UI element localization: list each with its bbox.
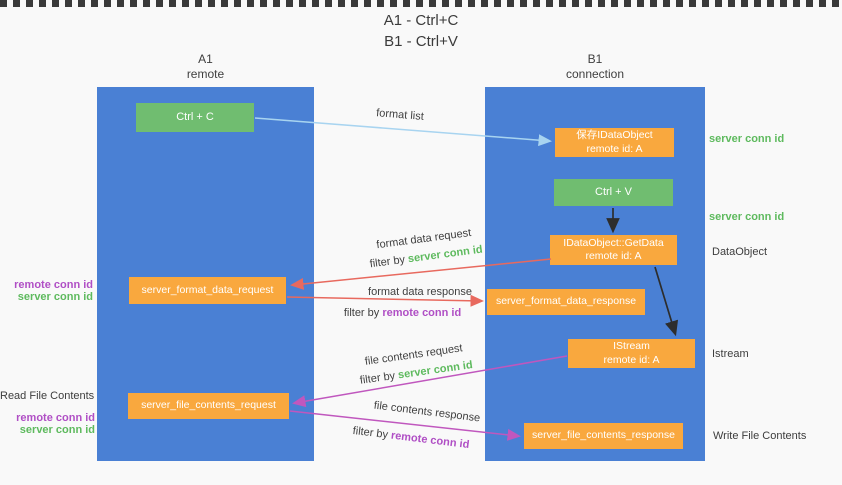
filter-by-value-4: remote conn id	[390, 429, 470, 452]
diagram-title: A1 - Ctrl+C B1 - Ctrl+V	[0, 10, 842, 52]
file-contents-request-label-group: file contents request filter by server c…	[343, 336, 487, 391]
filter-by-prefix-1: filter by	[369, 253, 409, 271]
right-column-role: connection	[565, 67, 625, 81]
left-conn-id-block-1: remote conn id server conn id	[0, 279, 93, 303]
ctrl-v-label: Ctrl + V	[595, 185, 632, 198]
filter-by-prefix-4: filter by	[352, 424, 392, 442]
filter-by-remote-conn-id-2: filter by remote conn id	[347, 421, 474, 454]
dataobject-label: DataObject	[712, 246, 768, 258]
getdata-line2: remote id: A	[585, 250, 642, 262]
filter-by-value-2: remote conn id	[382, 307, 462, 319]
read-file-contents-label: Read File Contents	[0, 390, 95, 402]
left-column-header: A1 remote	[97, 52, 314, 82]
title-line-1: A1 - Ctrl+C	[383, 12, 459, 29]
server-file-contents-request-label: server_file_contents_request	[141, 399, 276, 412]
remote-conn-id-label-1: remote conn id	[14, 279, 93, 291]
filter-by-remote-conn-id-1: filter by remote conn id	[340, 304, 465, 322]
filter-by-prefix-3: filter by	[359, 369, 399, 387]
format-list-label: format list	[375, 107, 425, 123]
left-column-name: A1	[198, 52, 213, 66]
write-file-contents-label: Write File Contents	[713, 430, 807, 442]
server-file-contents-response-label: server_file_contents_response	[531, 429, 675, 442]
server-file-contents-response-box: server_file_contents_response	[524, 423, 683, 449]
server-format-data-request-box: server_format_data_request	[129, 277, 286, 304]
format-data-response-label: format data response	[368, 286, 472, 298]
file-contents-response-label: file contents response	[373, 399, 481, 425]
save-idataobject-line1: 保存IDataObject	[576, 129, 653, 142]
istream-line1: IStream	[613, 340, 650, 353]
save-idataobject-box: 保存IDataObject remote id: A	[555, 128, 674, 157]
ctrl-c-box: Ctrl + C	[136, 103, 254, 132]
server-format-data-response-label: server_format_data_response	[495, 295, 637, 308]
istream-side-label: Istream	[712, 348, 749, 360]
right-column-header: B1 connection	[485, 52, 705, 82]
filter-by-prefix-2: filter by	[343, 307, 383, 319]
istream-box: IStream remote id: A	[568, 339, 695, 368]
getdata-line1: IDataObject::GetData	[563, 236, 664, 249]
server-format-data-response-box: server_format_data_response	[487, 289, 645, 315]
left-conn-id-block-2: remote conn id server conn id	[0, 412, 95, 436]
left-column-role: remote	[186, 67, 225, 81]
server-file-contents-request-box: server_file_contents_request	[128, 393, 289, 419]
server-format-data-request-label: server_format_data_request	[141, 283, 274, 296]
dashed-divider	[0, 0, 842, 7]
getdata-box: IDataObject::GetData remote id: A	[550, 235, 677, 265]
remote-conn-id-label-2: remote conn id	[16, 412, 95, 424]
server-conn-id-label-2: server conn id	[19, 424, 95, 436]
save-idataobject-line2: remote id: A	[586, 142, 643, 155]
server-conn-id-label-1: server conn id	[17, 291, 93, 303]
istream-line2: remote id: A	[603, 353, 660, 366]
ctrl-c-label: Ctrl + C	[176, 110, 214, 123]
ctrl-v-box: Ctrl + V	[554, 179, 673, 206]
right-column-name: B1	[587, 52, 603, 66]
server-conn-id-top-label: server conn id	[709, 133, 785, 145]
server-conn-id-mid-label: server conn id	[709, 211, 785, 223]
title-line-2: B1 - Ctrl+V	[384, 33, 458, 50]
format-data-request-label-group: format data request filter by server con…	[353, 221, 497, 275]
